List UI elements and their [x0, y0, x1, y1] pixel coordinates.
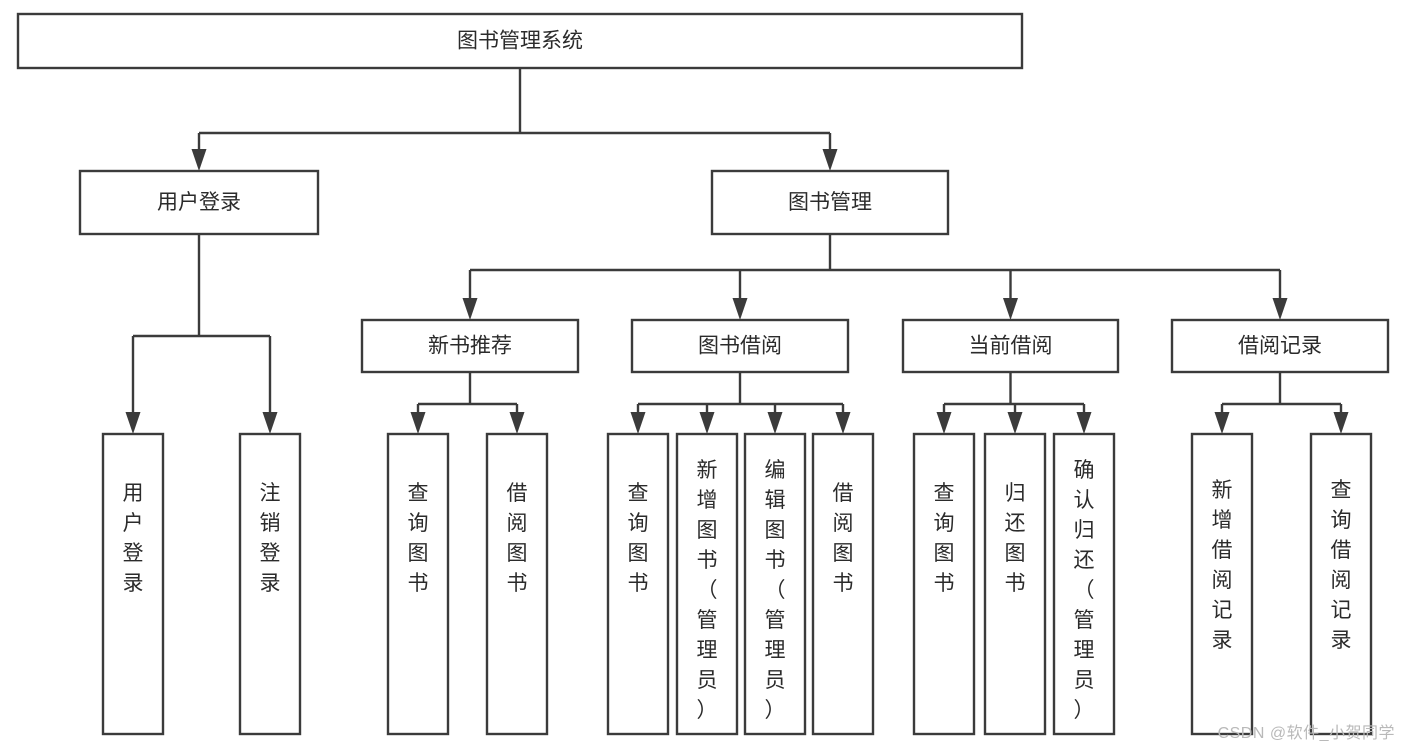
node-box-book-manage[interactable] — [710, 169, 950, 236]
node-box-leaf-cur-query[interactable] — [912, 432, 976, 736]
connector-group — [936, 372, 1092, 434]
node-label-new-book-rec: 新书推荐 — [428, 335, 512, 358]
node-book-borrow[interactable]: 图书借阅 — [630, 318, 850, 374]
arrow-head-icon — [1076, 412, 1092, 434]
arrow-head-icon — [936, 412, 952, 434]
node-label-root: 图书管理系统 — [457, 30, 583, 53]
arrow-head-icon — [125, 412, 141, 434]
node-leaf-rec-add[interactable]: 新增借阅记录 — [1190, 432, 1254, 736]
node-leaf-cur-confirm[interactable]: 确认归还（管理员） — [1052, 432, 1116, 736]
node-borrow-record[interactable]: 借阅记录 — [1170, 318, 1390, 374]
node-leaf-rec-borrow[interactable]: 借阅图书 — [485, 432, 549, 736]
node-label-leaf-rec-add: 新增借阅记录 — [1212, 479, 1233, 652]
node-current-borrow[interactable]: 当前借阅 — [901, 318, 1120, 374]
node-label-leaf-borrow-do: 借阅图书 — [833, 482, 854, 595]
arrow-head-icon — [509, 412, 525, 434]
node-leaf-cur-return[interactable]: 归还图书 — [983, 432, 1047, 736]
node-box-leaf-rec-search[interactable] — [1309, 432, 1373, 736]
node-root[interactable]: 图书管理系统 — [16, 12, 1024, 70]
node-leaf-borrow-do[interactable]: 借阅图书 — [811, 432, 875, 736]
node-box-leaf-rec-borrow[interactable] — [485, 432, 549, 736]
arrow-head-icon — [462, 298, 478, 320]
node-box-book-borrow[interactable] — [630, 318, 850, 374]
node-box-leaf-borrow-add[interactable] — [675, 432, 739, 736]
connector-layer — [125, 68, 1349, 434]
arrow-head-icon — [732, 298, 748, 320]
arrow-head-icon — [1214, 412, 1230, 434]
node-label-leaf-cur-return: 归还图书 — [1005, 482, 1026, 595]
node-label-book-borrow: 图书借阅 — [698, 335, 782, 358]
node-box-new-book-rec[interactable] — [360, 318, 580, 374]
node-box-leaf-borrow-query[interactable] — [606, 432, 670, 736]
connector-group — [125, 234, 278, 434]
connector-group — [630, 372, 851, 434]
node-leaf-user-login[interactable]: 用户登录 — [101, 432, 165, 736]
arrow-head-icon — [1007, 412, 1023, 434]
arrow-head-icon — [1003, 298, 1018, 320]
node-label-leaf-borrow-query: 查询图书 — [628, 482, 649, 595]
node-label-current-borrow: 当前借阅 — [969, 335, 1053, 358]
node-label-leaf-cur-confirm: 确认归还（管理员） — [1074, 459, 1095, 722]
node-user-login[interactable]: 用户登录 — [78, 169, 320, 236]
arrow-head-icon — [822, 149, 838, 171]
node-label-book-manage: 图书管理 — [788, 191, 872, 214]
node-new-book-rec[interactable]: 新书推荐 — [360, 318, 580, 374]
node-label-leaf-user-login: 用户登录 — [123, 482, 144, 595]
node-label-leaf-rec-query: 查询图书 — [408, 482, 429, 595]
node-leaf-cur-query[interactable]: 查询图书 — [912, 432, 976, 736]
arrow-head-icon — [835, 412, 851, 434]
arrow-head-icon — [699, 412, 715, 434]
node-box-leaf-rec-add[interactable] — [1190, 432, 1254, 736]
node-box-leaf-borrow-edit[interactable] — [743, 432, 807, 736]
node-leaf-borrow-edit[interactable]: 编辑图书（管理员） — [743, 432, 807, 736]
connector-group — [462, 234, 1288, 320]
node-leaf-borrow-query[interactable]: 查询图书 — [606, 432, 670, 736]
node-label-leaf-rec-borrow: 借阅图书 — [507, 482, 528, 595]
node-box-leaf-rec-query[interactable] — [386, 432, 450, 736]
node-box-leaf-cur-return[interactable] — [983, 432, 1047, 736]
node-box-current-borrow[interactable] — [901, 318, 1120, 374]
arrow-head-icon — [191, 149, 207, 171]
node-label-borrow-record: 借阅记录 — [1238, 335, 1322, 358]
node-box-leaf-cur-confirm[interactable] — [1052, 432, 1116, 736]
arrow-head-icon — [1272, 298, 1288, 320]
node-leaf-rec-query[interactable]: 查询图书 — [386, 432, 450, 736]
arrow-head-icon — [767, 412, 783, 434]
node-label-leaf-borrow-add: 新增图书（管理员） — [697, 459, 718, 722]
connector-group — [1214, 372, 1349, 434]
arrow-head-icon — [262, 412, 278, 434]
node-box-leaf-user-login[interactable] — [101, 432, 165, 736]
node-label-leaf-cur-query: 查询图书 — [934, 482, 955, 595]
arrow-head-icon — [1333, 412, 1349, 434]
node-box-borrow-record[interactable] — [1170, 318, 1390, 374]
node-layer: 图书管理系统用户登录图书管理新书推荐图书借阅当前借阅借阅记录用户登录注销登录查询… — [16, 12, 1390, 736]
connector-group — [191, 68, 838, 171]
node-leaf-rec-search[interactable]: 查询借阅记录 — [1309, 432, 1373, 736]
node-label-user-login: 用户登录 — [157, 191, 241, 214]
node-box-root[interactable] — [16, 12, 1024, 70]
node-box-leaf-borrow-do[interactable] — [811, 432, 875, 736]
node-box-user-login[interactable] — [78, 169, 320, 236]
node-book-manage[interactable]: 图书管理 — [710, 169, 950, 236]
node-leaf-borrow-add[interactable]: 新增图书（管理员） — [675, 432, 739, 736]
arrow-head-icon — [630, 412, 646, 434]
connector-group — [410, 372, 525, 434]
node-label-leaf-user-logout: 注销登录 — [260, 482, 281, 595]
arrow-head-icon — [410, 412, 426, 434]
node-label-leaf-borrow-edit: 编辑图书（管理员） — [765, 459, 786, 722]
node-box-leaf-user-logout[interactable] — [238, 432, 302, 736]
node-leaf-user-logout[interactable]: 注销登录 — [238, 432, 302, 736]
node-label-leaf-rec-search: 查询借阅记录 — [1331, 479, 1352, 652]
